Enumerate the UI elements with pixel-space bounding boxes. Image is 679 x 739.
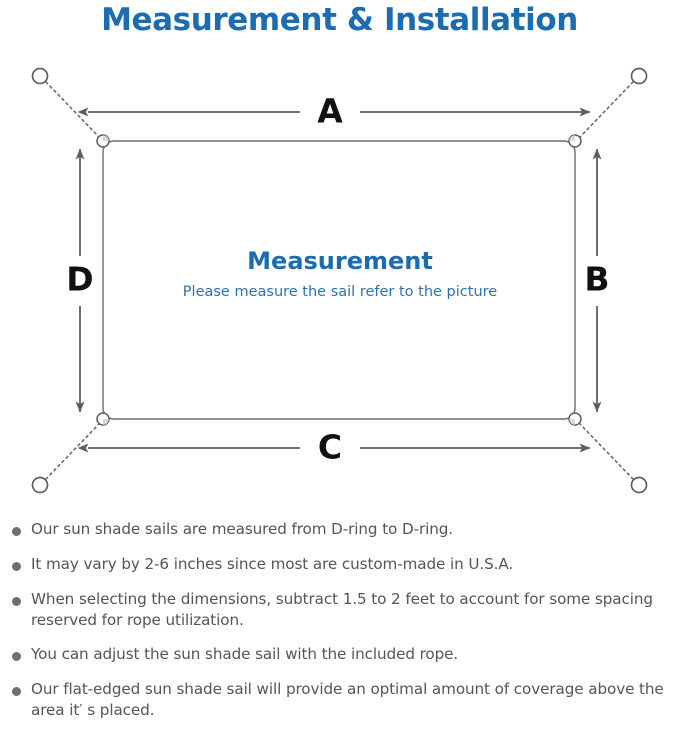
dimension-label-b: B	[584, 260, 609, 299]
page-title: Measurement & Installation	[101, 2, 578, 38]
dimension-label-d: D	[66, 260, 93, 299]
bullet-icon	[12, 652, 21, 661]
diagram-center-subtitle: Please measure the sail refer to the pic…	[183, 284, 497, 300]
dimension-label-a: A	[317, 92, 343, 131]
d-ring-fillets	[103, 135, 575, 425]
rope-lines	[45, 81, 634, 480]
d-ring-fillet-tl	[103, 135, 109, 141]
list-item: When selecting the dimensions, subtract …	[0, 589, 679, 631]
rope-line-top-left	[45, 81, 100, 138]
list-item: It may vary by 2-6 inches since most are…	[0, 554, 679, 576]
note-text: You can adjust the sun shade sail with t…	[31, 645, 459, 663]
note-text: When selecting the dimensions, subtract …	[31, 590, 653, 629]
anchor-points	[31, 67, 648, 494]
rope-line-bottom-left	[45, 423, 100, 480]
note-text: It may vary by 2-6 inches since most are…	[31, 555, 514, 573]
d-ring-fillet-tr	[569, 135, 575, 141]
bullet-icon	[12, 527, 21, 536]
dimension-label-c: C	[318, 428, 342, 467]
anchor-bottom-left-icon	[31, 476, 49, 494]
rope-line-top-right	[579, 81, 634, 138]
bullet-icon	[12, 687, 21, 696]
list-item: You can adjust the sun shade sail with t…	[0, 644, 679, 666]
list-item: Our sun shade sails are measured from D-…	[0, 519, 679, 541]
list-item: Our flat-edged sun shade sail will provi…	[0, 679, 679, 721]
anchor-top-left-icon	[31, 67, 49, 85]
note-text: Our sun shade sails are measured from D-…	[31, 520, 454, 538]
diagram-center-title: Measurement	[247, 247, 433, 275]
d-ring-fillet-bl	[103, 419, 109, 425]
rope-line-bottom-right	[579, 423, 634, 480]
note-text: Our flat-edged sun shade sail will provi…	[31, 680, 664, 719]
measurement-diagram: A C D B Measurement Please measure the s…	[0, 44, 679, 514]
sail-body	[102, 140, 576, 420]
notes-list: Our sun shade sails are measured from D-…	[0, 519, 679, 734]
anchor-bottom-right-icon	[630, 476, 648, 494]
bullet-icon	[12, 562, 21, 571]
anchor-top-right-icon	[630, 67, 648, 85]
d-ring-fillet-br	[569, 419, 575, 425]
bullet-icon	[12, 597, 21, 606]
